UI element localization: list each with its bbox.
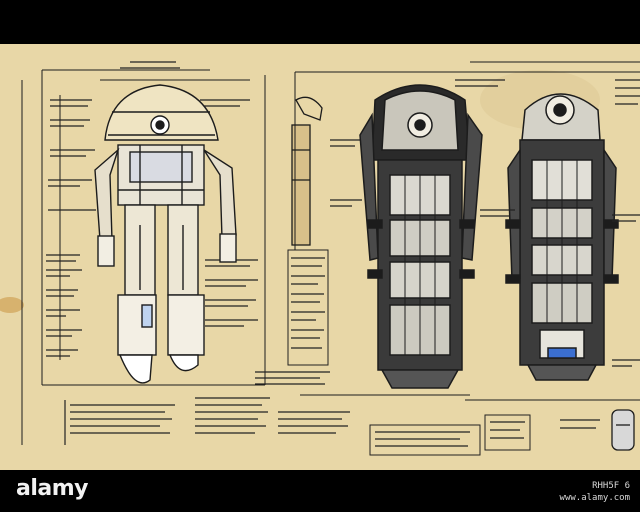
stain-left xyxy=(0,297,24,313)
image-id-label: RHH5F 6 www.alamy.com xyxy=(560,480,630,504)
left-robot-drawing xyxy=(94,84,237,384)
watermark-bar xyxy=(0,470,640,512)
side-detail-drawing xyxy=(291,96,323,246)
right-robot-drawing xyxy=(505,93,619,381)
image-id: RHH5F 6 xyxy=(592,481,630,491)
top-letterbox xyxy=(0,0,640,44)
bottom-annotations xyxy=(64,397,600,456)
right-frame xyxy=(294,61,640,401)
right-annotations xyxy=(455,79,640,367)
site-url: www.alamy.com xyxy=(559,493,630,503)
center-robot-drawing xyxy=(359,84,483,389)
corner-ornament xyxy=(611,409,635,451)
middle-annotations xyxy=(255,139,362,385)
left-annotations xyxy=(46,61,258,357)
alamy-logo: alamy xyxy=(16,476,89,501)
